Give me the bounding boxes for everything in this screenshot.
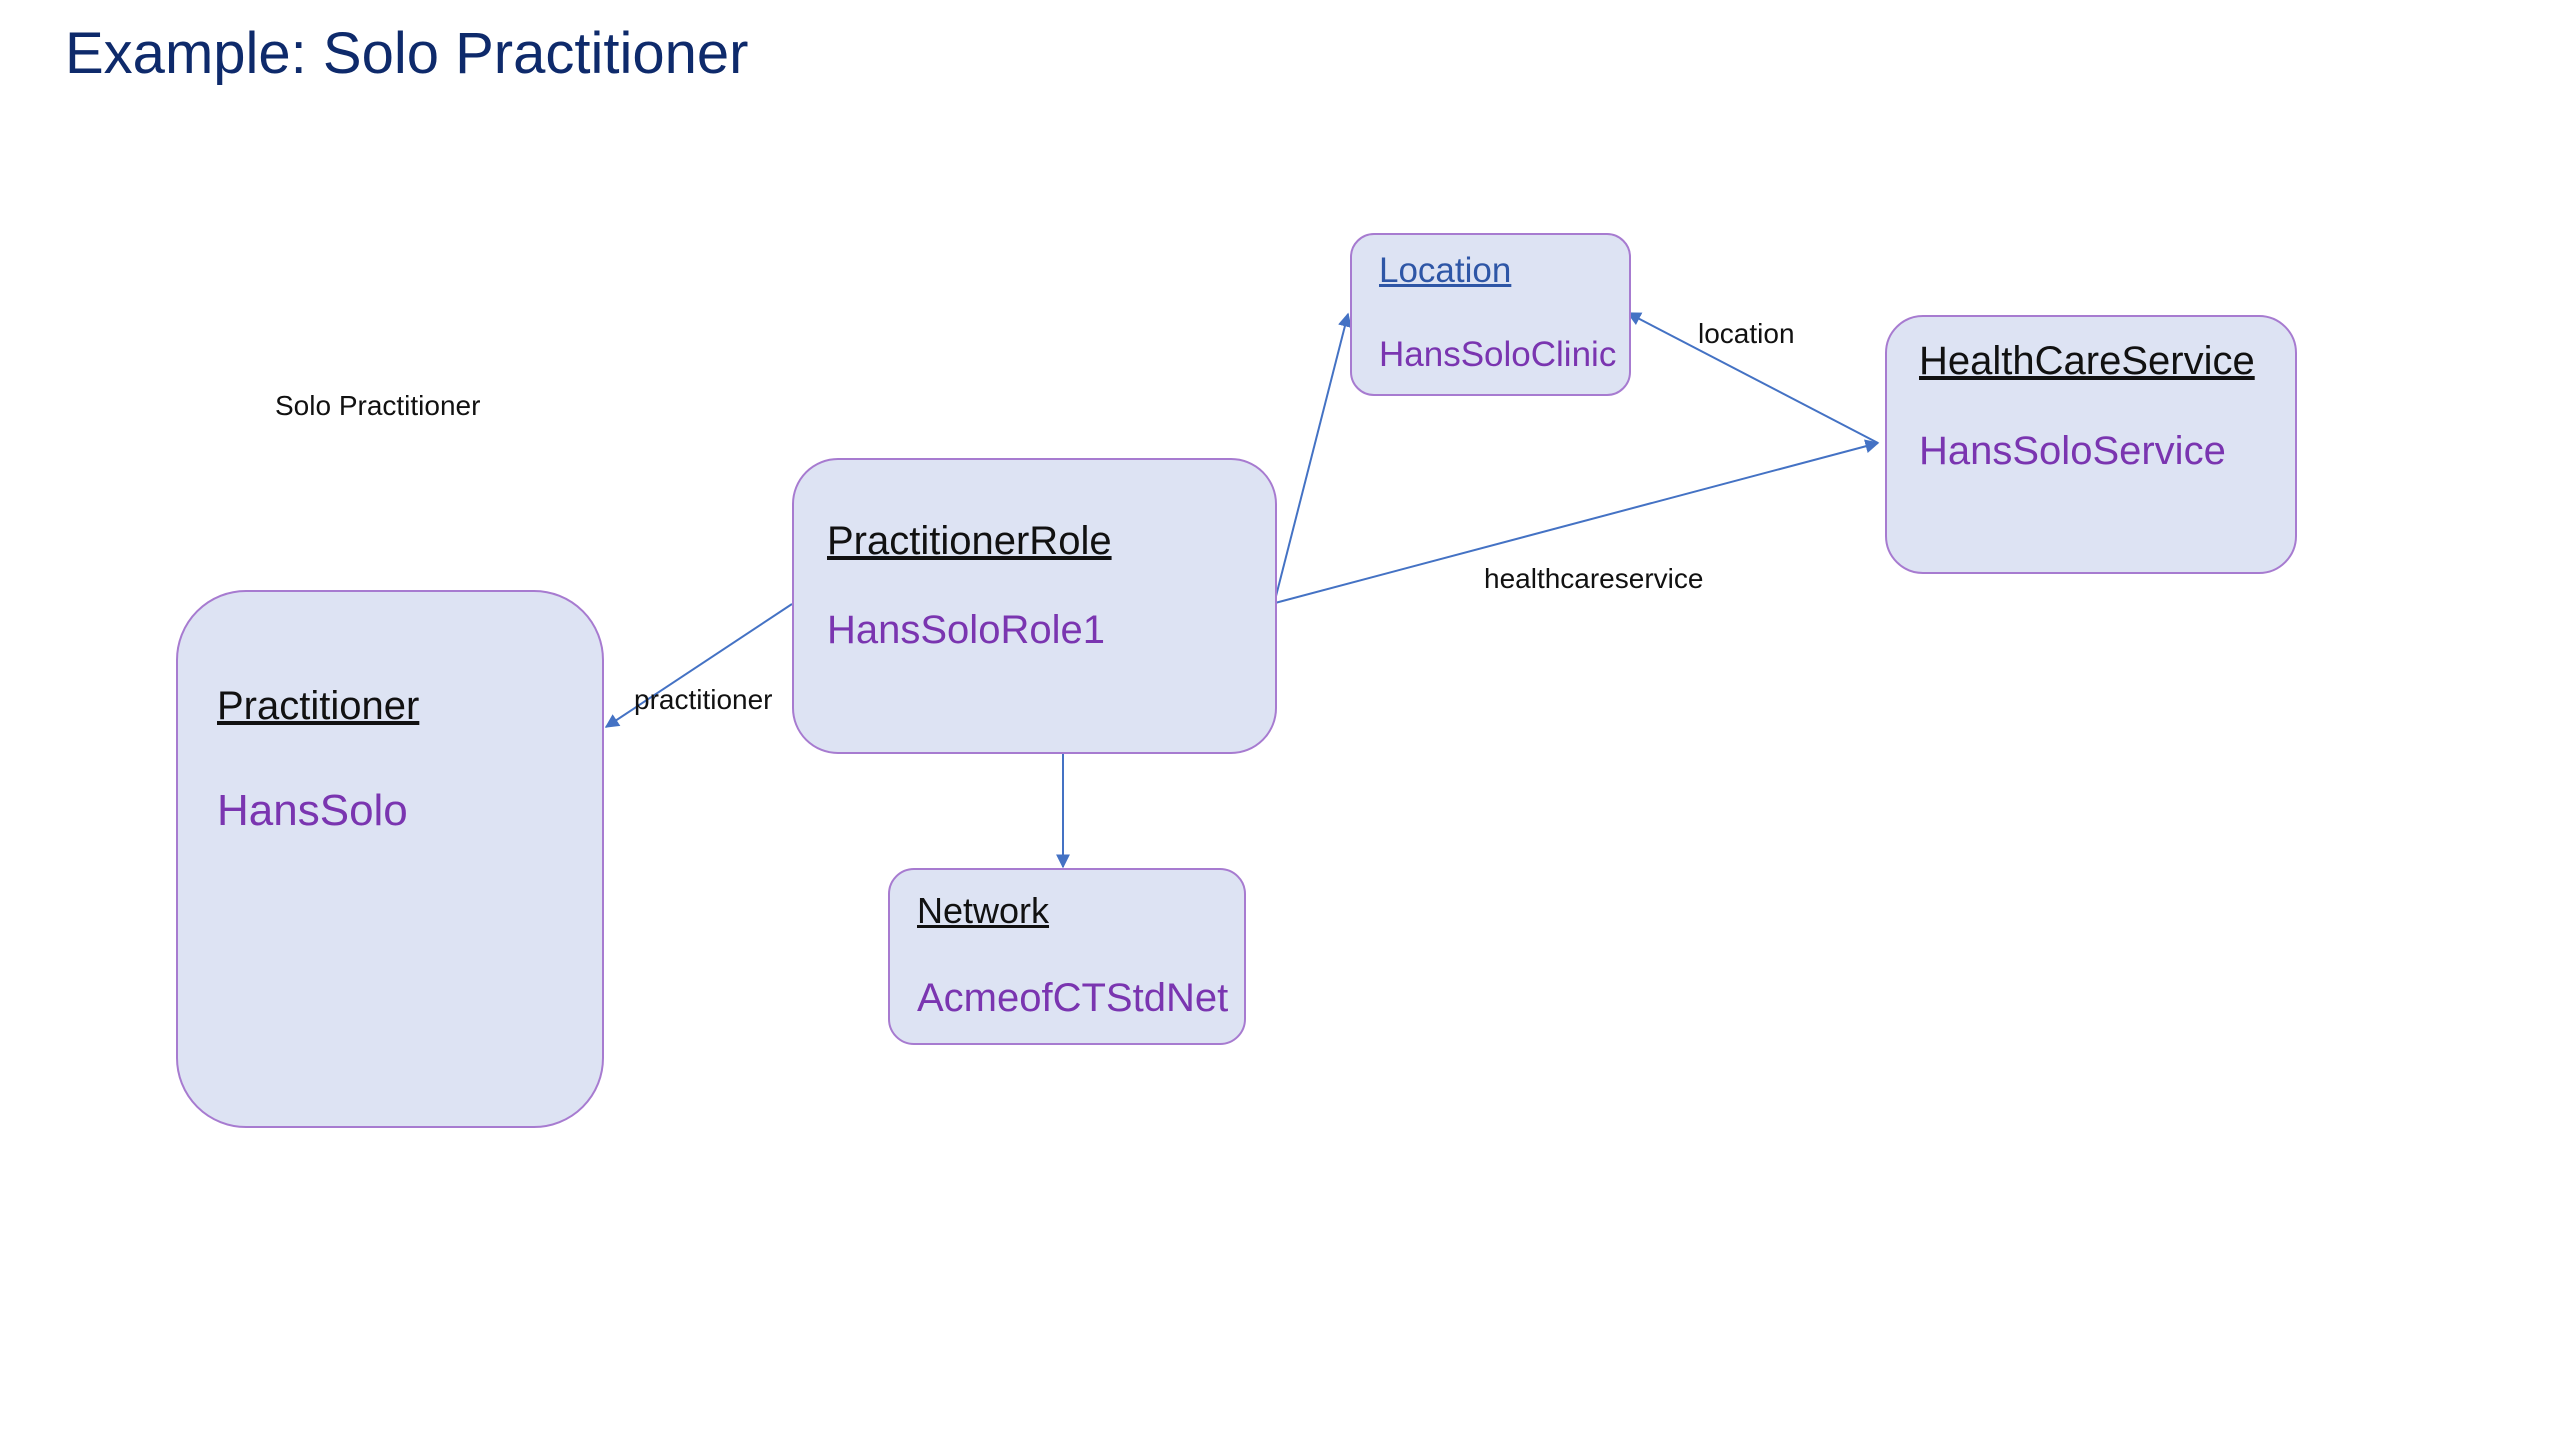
edge-label-healthcareservice: healthcareservice	[1484, 563, 1704, 594]
healthcare-service-instance-name: HansSoloService	[1919, 429, 2226, 473]
slide-title: Example: Solo Practitioner	[65, 21, 749, 86]
network-instance-name: AcmeofCTStdNet	[917, 976, 1229, 1020]
network-type-label: Network	[917, 890, 1050, 931]
practitioner-node[interactable]: Practitioner HansSolo	[176, 590, 604, 1128]
diagram-caption: Solo Practitioner	[275, 390, 481, 421]
location-type-label: Location	[1379, 251, 1512, 290]
edge-label-location: location	[1698, 318, 1795, 349]
practitioner-role-type-label: PractitionerRole	[827, 519, 1112, 563]
edge-label-practitioner: practitioner	[634, 684, 773, 715]
connector-location	[1274, 312, 1352, 601]
practitioner-role-node[interactable]: PractitionerRole HansSoloRole1	[792, 458, 1277, 754]
practitioner-instance-name: HansSolo	[217, 786, 408, 835]
healthcare-service-node[interactable]: HealthCareService HansSoloService	[1885, 315, 2297, 574]
healthcare-service-type-label: HealthCareService	[1919, 339, 2255, 383]
practitioner-role-instance-name: HansSoloRole1	[827, 608, 1105, 652]
practitioner-type-label: Practitioner	[217, 684, 420, 728]
location-instance-name: HansSoloClinic	[1379, 335, 1617, 374]
network-node[interactable]: Network AcmeofCTStdNet	[888, 868, 1246, 1045]
location-node[interactable]: Location HansSoloClinic	[1350, 233, 1631, 396]
